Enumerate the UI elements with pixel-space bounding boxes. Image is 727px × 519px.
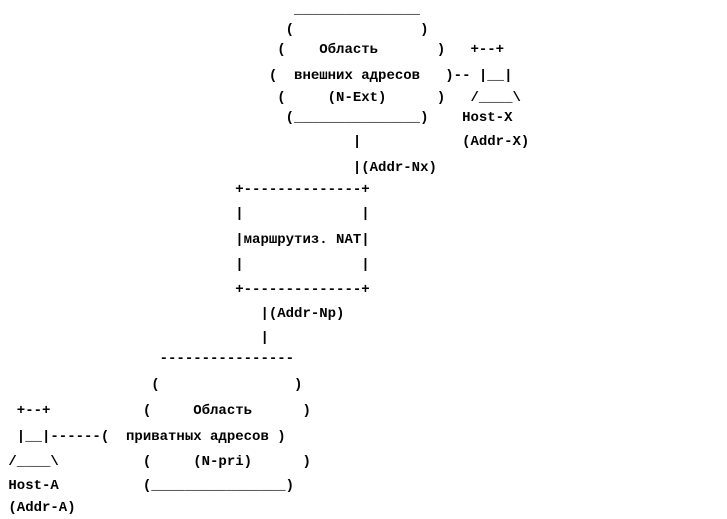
addr-nx-label-line: |(Addr-Nx) [0, 160, 437, 176]
external-realm-bottom-line: (_______________) Host-X [0, 110, 513, 126]
external-realm-paren-line: ( ) [0, 22, 429, 38]
nat-router-side-line-2: | | [0, 257, 370, 273]
private-realm-name-line: /____\ ( (N-pri) ) [0, 454, 311, 470]
nat-router-label-line: |маршрутиз. NAT| [0, 232, 370, 248]
private-realm-label-line: +--+ ( Область ) [0, 403, 311, 419]
internal-link-line: | [0, 330, 269, 346]
nat-router-top-line: +--------------+ [0, 182, 370, 198]
nat-router-side-line: | | [0, 206, 370, 222]
host-a-address-line: (Addr-A) [0, 500, 76, 516]
private-realm-paren-line: ( ) [0, 377, 303, 393]
nat-router-bottom-line: +--------------+ [0, 282, 370, 298]
external-link-line: | (Addr-X) [0, 134, 530, 150]
addr-np-label-line: |(Addr-Np) [0, 306, 345, 322]
private-realm-bottom-line: Host-A (________________) [0, 478, 295, 494]
external-realm-label-line: ( Область ) +--+ [0, 42, 505, 58]
private-realm-top-line: ---------------- [0, 351, 295, 367]
private-realm-host-link-line: |__|------( приватных адресов ) [0, 429, 286, 445]
external-realm-top-line: _______________ [0, 2, 421, 18]
external-realm-name-line: ( (N-Ext) ) /____\ [0, 90, 521, 106]
external-realm-host-link-line: ( внешних адресов )-- |__| [0, 68, 513, 84]
